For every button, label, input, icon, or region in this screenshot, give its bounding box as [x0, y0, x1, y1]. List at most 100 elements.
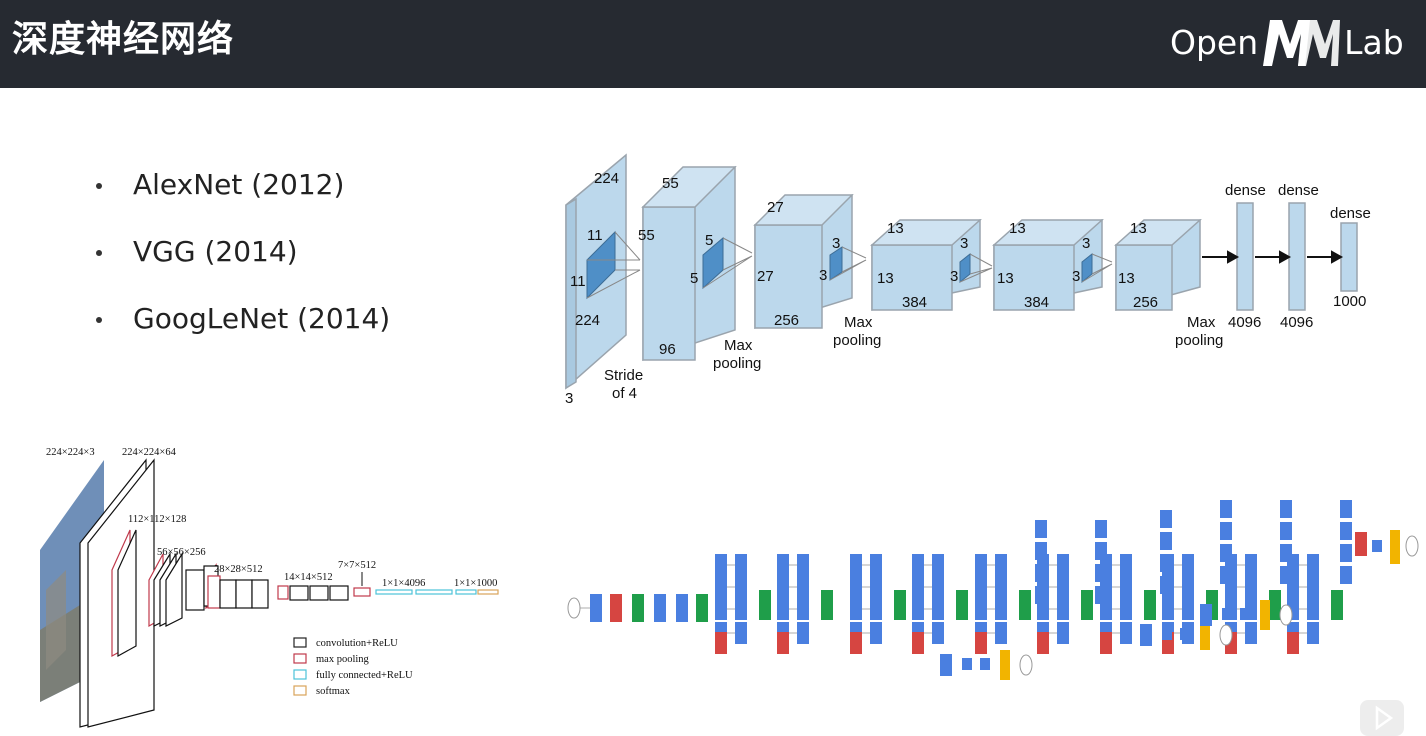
inception-conv: [932, 598, 944, 620]
top-conv: [1035, 542, 1047, 560]
inception-conv: [932, 554, 944, 576]
inception-conv: [912, 554, 924, 576]
logo-text-open: Open: [1170, 22, 1259, 62]
conv3-kernel-label: 3: [960, 235, 968, 252]
inception-concat: [956, 590, 968, 620]
pool1-label: pooling: [713, 355, 761, 372]
dense-size: 4096: [1280, 314, 1313, 331]
inception-conv: [1307, 622, 1319, 644]
bullet-dot: [96, 250, 102, 256]
conv1-kernel-label: 5: [690, 270, 698, 287]
inception-pool: [912, 632, 924, 654]
legend-softmax: softmax: [316, 686, 351, 697]
vgg-size-label: 224×224×3: [46, 447, 95, 458]
top-conv: [1035, 520, 1047, 538]
top-conv: [1340, 566, 1352, 584]
inception-conv: [735, 622, 747, 644]
dense-label: dense: [1278, 182, 1319, 199]
googlenet-graph: [567, 500, 1419, 680]
inception-conv: [1245, 622, 1257, 644]
conv4-side-label: 13: [997, 270, 1014, 287]
inception-conv: [777, 598, 789, 620]
pool2-label: pooling: [833, 332, 881, 349]
top-conv: [1280, 500, 1292, 518]
aux-fc: [1180, 628, 1190, 640]
aux-output: [1279, 604, 1293, 626]
pool3-label: pooling: [1175, 332, 1223, 349]
bullet-dot: [96, 317, 102, 323]
inception-pool: [777, 632, 789, 654]
vgg-size-label: 28×28×512: [214, 564, 263, 575]
top-conv: [1160, 510, 1172, 528]
inception-conv: [932, 622, 944, 644]
stride-label: of 4: [612, 385, 637, 402]
inception-concat: [1144, 590, 1156, 620]
inception-conv: [912, 576, 924, 598]
top-conv: [1220, 522, 1232, 540]
inception-conv: [995, 598, 1007, 620]
inception-pool: [1037, 632, 1049, 654]
aux-softmax: [1260, 600, 1270, 630]
inception-concat: [1331, 590, 1343, 620]
conv2-side-label: 27: [757, 268, 774, 285]
input-top-label: 224: [594, 170, 619, 187]
inception-pool: [715, 632, 727, 654]
input-kernel-label: 11: [587, 227, 603, 244]
inception-conv: [797, 622, 809, 644]
inception-conv: [715, 554, 727, 576]
conv4-top-label: 13: [1009, 220, 1026, 237]
pool1-label: Max: [724, 337, 753, 354]
inception-conv: [1120, 576, 1132, 598]
inception-conv: [870, 554, 882, 576]
pool3-label: Max: [1187, 314, 1216, 331]
input-depth-label: 3: [565, 390, 573, 407]
inception-conv: [1057, 622, 1069, 644]
input-node: [567, 597, 581, 619]
top-conv: [1340, 522, 1352, 540]
inception-conv: [1057, 554, 1069, 576]
conv2-kernel-label: 3: [819, 267, 827, 284]
stem-block: [632, 594, 644, 622]
inception-concat: [1081, 590, 1093, 620]
vgg-size-label: 224×224×64: [122, 447, 177, 458]
final-pool: [1355, 532, 1367, 556]
inception-conv: [870, 576, 882, 598]
inception-conv: [735, 598, 747, 620]
inception-conv: [850, 554, 862, 576]
inception-conv: [715, 598, 727, 620]
top-conv: [1160, 576, 1172, 594]
top-conv: [1160, 532, 1172, 550]
vgg-size-label: 1×1×1000: [454, 578, 497, 589]
stem-block: [590, 594, 602, 622]
inception-conv: [1120, 554, 1132, 576]
conv1-depth-label: 96: [659, 341, 676, 358]
inception-conv: [850, 576, 862, 598]
top-conv: [1095, 586, 1107, 604]
dense-label: dense: [1225, 182, 1266, 199]
inception-concat: [1019, 590, 1031, 620]
top-conv: [1035, 564, 1047, 582]
stem-block: [654, 594, 666, 622]
aux-fc: [1162, 628, 1172, 640]
conv1-kernel-label: 5: [705, 232, 713, 249]
inception-pool: [975, 632, 987, 654]
conv2-top-label: 27: [767, 199, 784, 216]
bullet-text: GoogLeNet (2014): [133, 302, 391, 335]
inception-conv: [1182, 554, 1194, 576]
mm-logo-icon: [1263, 20, 1341, 66]
conv3-side-label: 13: [877, 270, 894, 287]
input-side-label: 224: [575, 312, 600, 329]
aux-fc: [1222, 608, 1232, 620]
top-conv: [1095, 542, 1107, 560]
aux-conv: [1200, 604, 1212, 626]
bullet-text: VGG (2014): [133, 235, 298, 268]
final-fc: [1372, 540, 1382, 552]
pool2-label: Max: [844, 314, 873, 331]
inception-conv: [1120, 598, 1132, 620]
conv2-depth-label: 256: [774, 312, 799, 329]
conv5-side-label: 13: [1118, 270, 1135, 287]
vgg-size-label: 14×14×512: [284, 572, 333, 583]
stem-block: [696, 594, 708, 622]
output-node: [1405, 535, 1419, 557]
play-icon[interactable]: [1358, 696, 1408, 736]
